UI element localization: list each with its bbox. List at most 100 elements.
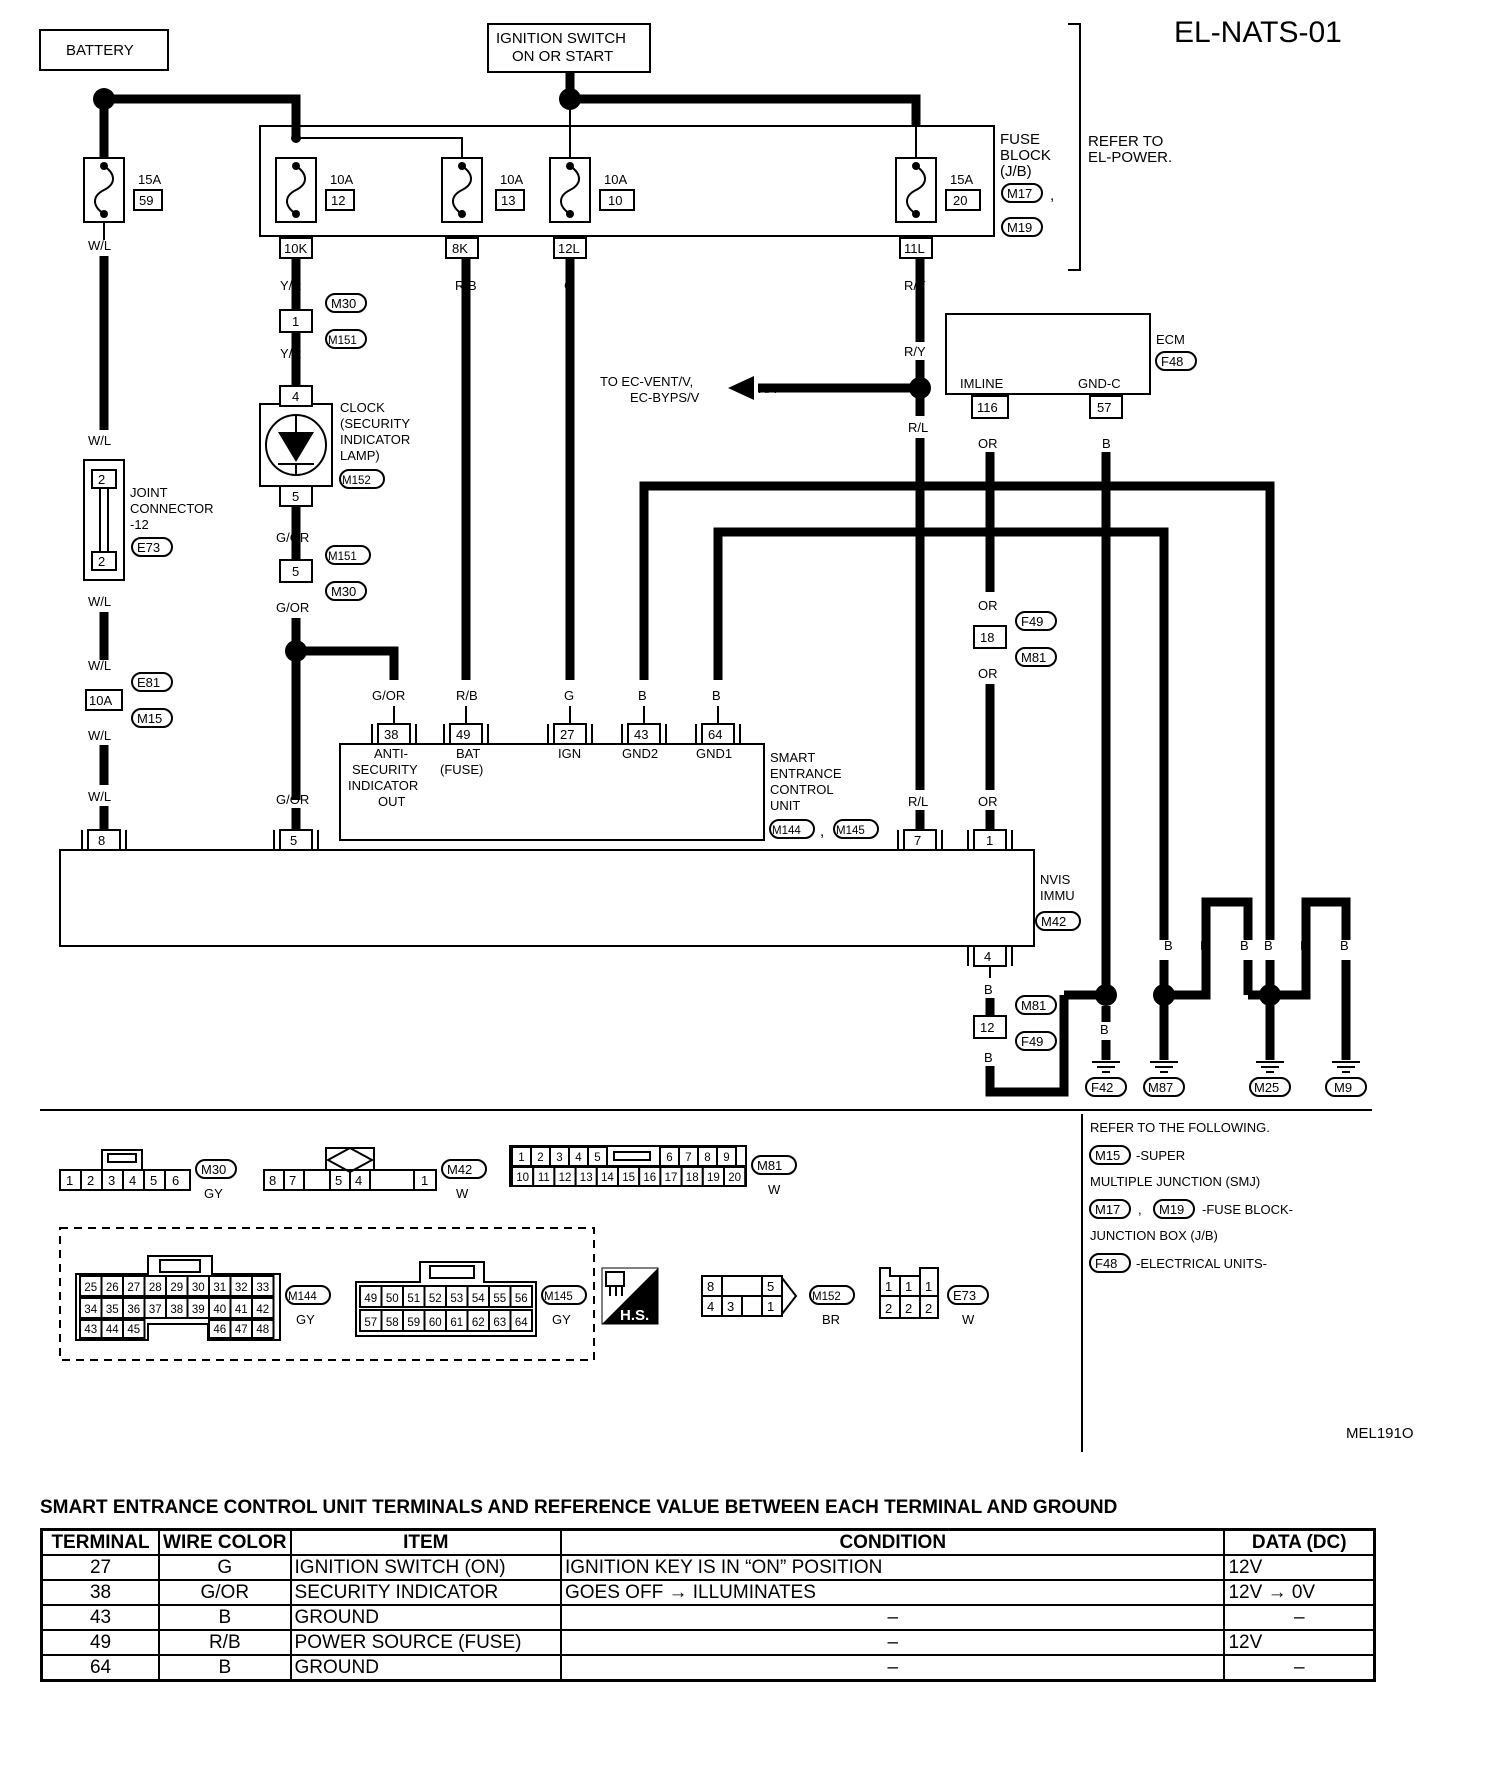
m144-view-pin-45: 45 <box>127 1324 140 1336</box>
ecm-label: ECM <box>1156 332 1185 347</box>
m81-view-pin-13: 13 <box>580 1172 593 1184</box>
m145-view-pin-49: 49 <box>364 1293 377 1305</box>
m30-view-pin-3: 3 <box>108 1173 115 1188</box>
fuse-20-amp: 15A <box>950 172 973 187</box>
nvis-pin-1-num: 1 <box>986 833 993 848</box>
f48-label: F48 <box>1161 354 1183 369</box>
refer-m15-label: M15 <box>1095 1148 1120 1163</box>
m144-view-color: GY <box>296 1312 315 1327</box>
nvis-pin-5-num: 5 <box>290 833 297 848</box>
m30-label-1: M30 <box>331 296 356 311</box>
m145-view-color: GY <box>552 1312 571 1327</box>
wl-label-6: W/L <box>88 789 111 804</box>
or-label-1: OR <box>978 436 998 451</box>
clock-pin-bottom: 5 <box>292 489 299 504</box>
m144-view-pin-39: 39 <box>192 1304 205 1316</box>
m152-view-pin-3: 3 <box>727 1299 734 1314</box>
m81-view-pin-4: 4 <box>575 1152 582 1164</box>
m144-view-pin-38: 38 <box>170 1304 183 1316</box>
m81-view-pin-17: 17 <box>665 1172 678 1184</box>
nvis-pin-4: 4 <box>967 945 1013 967</box>
nvis-pin-8-num: 8 <box>98 833 105 848</box>
fuse-13-num: 13 <box>501 193 515 208</box>
m17-tag <box>1001 183 1043 203</box>
m144-view-pin-26: 26 <box>106 1282 119 1294</box>
refer-fb-text: -FUSE BLOCK- <box>1202 1202 1293 1217</box>
m145-view-pin-52: 52 <box>429 1293 442 1305</box>
b-label-g6: B <box>1340 938 1349 953</box>
m30-view-pin-5: 5 <box>150 1173 157 1188</box>
m17-label: M17 <box>1007 186 1032 201</box>
connector-view-m30: 1 2 3 4 5 6 M30 GY <box>59 1149 237 1201</box>
refer-m17-label: M17 <box>1095 1202 1120 1217</box>
fuse-10-num: 10 <box>608 193 622 208</box>
ecm-pin-57 <box>1089 395 1123 419</box>
nvis-pin-8: 8 <box>81 829 127 851</box>
cell-item: SECURITY INDICATOR <box>289 1579 563 1606</box>
to-ec-label-1: TO EC-VENT/V, <box>600 374 693 389</box>
m30-label-2: M30 <box>331 584 356 599</box>
or-label-2: OR <box>978 598 998 613</box>
b-label-n1: B <box>984 982 993 997</box>
fuse-10-amp: 10A <box>604 172 627 187</box>
figure-code: MEL191O <box>1346 1425 1414 1442</box>
ry-label-3: R/Y <box>758 381 780 396</box>
col-terminal: TERMINAL <box>40 1528 161 1556</box>
refer-title: REFER TO THE FOLLOWING. <box>1090 1120 1270 1135</box>
fuse-block-label-3: (J/B) <box>1000 163 1032 180</box>
secu-label-2: ENTRANCE <box>770 766 842 781</box>
col-data: DATA (DC) <box>1223 1528 1376 1556</box>
cell-terminal: 43 <box>40 1604 161 1631</box>
table-row: 43 B GROUND – – <box>40 1604 1376 1631</box>
fuse-block-junction <box>291 133 301 143</box>
cell-condition: – <box>559 1604 1226 1631</box>
pin-cell <box>251 1275 275 1297</box>
jc-label-2: CONNECTOR <box>130 501 214 516</box>
m42-label: M42 <box>1041 914 1066 929</box>
f49-tag-2 <box>1015 1031 1057 1051</box>
refer-smj-text: MULTIPLE JUNCTION (SMJ) <box>1090 1174 1260 1189</box>
m145-view-pin-54: 54 <box>472 1293 485 1305</box>
m145-view-pin-58: 58 <box>386 1317 399 1329</box>
m144-view-pin-42: 42 <box>256 1304 269 1316</box>
clock-lamp: 4 5 <box>259 385 333 507</box>
pin-cell <box>509 1285 533 1308</box>
secu-pin-38: G/OR 38 ANTI- SECURITY INDICATOR OUT <box>348 688 418 809</box>
b-label-g2: B <box>1200 938 1209 953</box>
cell-item: POWER SOURCE (FUSE) <box>289 1629 563 1656</box>
cell-wire-color: B <box>158 1604 292 1631</box>
e73-tag <box>131 537 173 557</box>
nvis-pin-7: 7 <box>897 829 943 851</box>
secu-pin-27: G 27 IGN <box>547 688 593 761</box>
cell-data: 12V → 0V <box>1223 1579 1376 1606</box>
m144-view-pin-40: 40 <box>213 1304 226 1316</box>
secu-pin-49-l1: BAT <box>456 746 480 761</box>
m152-view-id: M152 <box>812 1291 841 1303</box>
m151-tag-1 <box>325 329 367 349</box>
ground-f42-icon <box>1091 1061 1121 1073</box>
secu-pin-64-l1: GND1 <box>696 746 732 761</box>
m81-view-pin-8: 8 <box>704 1152 710 1164</box>
joint-connector-e73: 2 2 <box>83 459 125 581</box>
gnd-junction-1 <box>1095 984 1117 1006</box>
ecm-pin-116 <box>971 395 1009 419</box>
m30-view-pin-4: 4 <box>129 1173 136 1188</box>
m42-view-id: M42 <box>447 1162 472 1177</box>
cell-wire-color: B <box>158 1654 292 1682</box>
refer-f48-label: F48 <box>1095 1256 1117 1271</box>
m144-view-pin-36: 36 <box>127 1304 140 1316</box>
m81-view-color: W <box>768 1182 781 1197</box>
m144-view-pin-32: 32 <box>235 1282 248 1294</box>
m144-view-pin-47: 47 <box>235 1324 248 1336</box>
fuse-59-amp: 15A <box>138 172 161 187</box>
b-label-g1: B <box>1164 938 1173 953</box>
m81-view-pin-11: 11 <box>538 1172 550 1184</box>
secu-pin-64-num: 64 <box>708 727 722 742</box>
gor-label-2: G/OR <box>276 600 309 615</box>
battery-box <box>39 29 169 71</box>
wire-b-loop1 <box>1164 897 1253 1000</box>
m145-view-pin-63: 63 <box>493 1317 506 1329</box>
m151-label-1: M151 <box>328 335 357 347</box>
e81-tag <box>131 672 173 692</box>
